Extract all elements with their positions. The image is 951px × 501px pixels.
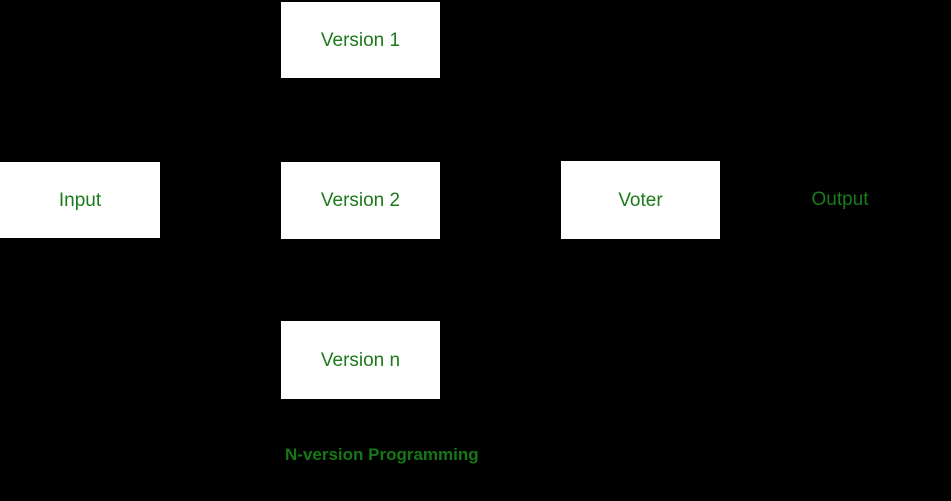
version-1-box: Version 1 bbox=[281, 2, 440, 78]
version-2-box-label: Version 2 bbox=[320, 190, 401, 211]
version-n-box: Version n bbox=[281, 321, 440, 399]
version-n-box-label: Version n bbox=[320, 349, 401, 371]
output-label: Output bbox=[811, 189, 869, 210]
voter-box-label: Voter bbox=[618, 189, 663, 211]
diagram-caption: N-version Programming bbox=[285, 445, 479, 464]
input-box: Input bbox=[0, 162, 160, 238]
version-2-box: Version 2 bbox=[281, 162, 440, 239]
voter-box: Voter bbox=[561, 161, 720, 239]
input-box-label: Input bbox=[58, 189, 102, 211]
version-1-box-label: Version 1 bbox=[320, 29, 401, 51]
